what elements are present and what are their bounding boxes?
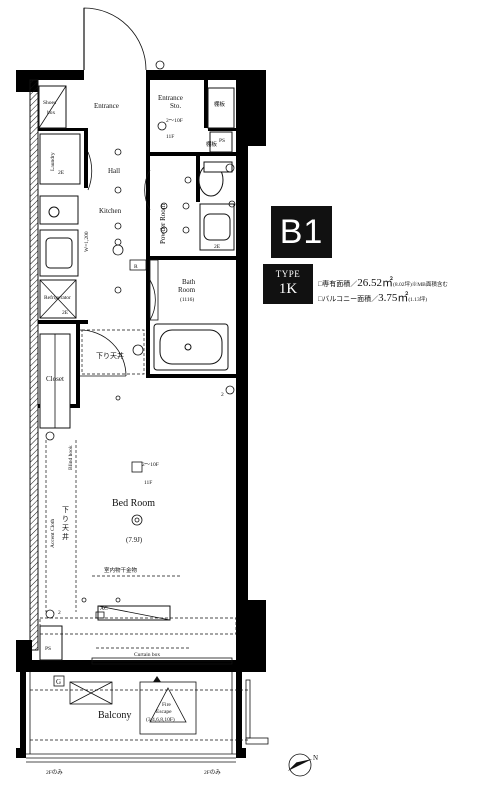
exclusive-area-line: □専有面積／26.52㎡(8.02坪)※MB面積含む: [318, 274, 448, 290]
ps-top-label: PS: [219, 138, 225, 144]
note-2f-left: 2Fのみ: [46, 769, 63, 776]
lowered-ceiling-2d: 井: [62, 532, 69, 541]
balcony-area-line: □バルコニー面積／3.75㎡(1.13坪): [318, 289, 427, 305]
exclusive-area-prefix: □専有面積／: [318, 280, 358, 288]
closet-label: Closet: [46, 375, 64, 383]
unit-code-badge: B1: [271, 206, 332, 258]
hall-label: Hall: [108, 167, 120, 175]
shoes-box-line1: Shoes: [43, 100, 56, 106]
exclusive-area-note: ※MB面積含む: [411, 282, 448, 288]
balcony-label: Balcony: [98, 710, 131, 721]
floor-range-1: 2～10F: [166, 118, 183, 124]
refrigerator-label: Refrigerator: [44, 294, 71, 301]
num-2a: 2: [221, 392, 224, 398]
compass-north: N: [313, 754, 318, 762]
bath-room-line3: (1116): [180, 296, 194, 303]
balcony-area-prefix: □バルコニー面積／: [318, 295, 379, 303]
floor-top-1: 11F: [166, 134, 174, 140]
bed-room-label: Bed Room: [112, 498, 155, 509]
sash-window: [91, 657, 233, 665]
entrance-sto-line2: Sto.: [170, 102, 181, 110]
accent-cloth-label: Accent Cloth: [50, 519, 56, 548]
lowered-ceiling-2a: 下: [62, 506, 69, 514]
fire-escape-line1: Fire: [162, 702, 171, 708]
compass-icon: [287, 753, 313, 777]
kitchen-width-label: W=1,200: [84, 231, 90, 252]
floor-2e-1: 2E: [58, 170, 65, 176]
entrance-door: [83, 7, 147, 71]
note-2f-right: 2Fのみ: [204, 769, 221, 776]
balcony-area-value: 3.75㎡: [378, 292, 409, 304]
bath-room-line1: Bath: [182, 278, 196, 286]
blind-hook-label: Blind hook: [68, 445, 74, 470]
gas-meter-label: G: [56, 678, 61, 686]
ps-bottom-label: PS: [45, 646, 51, 652]
storage-shelf-tag-2: 棚板: [206, 140, 218, 148]
laundry-label: Laundry: [50, 152, 56, 171]
type-value: 1K: [278, 281, 298, 297]
fire-escape-hatch: [53, 675, 197, 735]
floor-2e-3: 2E: [62, 310, 69, 316]
floor-top-2: 11F: [144, 480, 152, 486]
drying-hardware-label: 室内物干金物: [104, 566, 138, 574]
powder-room-label: Powder Room: [159, 203, 167, 244]
fire-escape-line3: (3,4,6,8,10F): [146, 716, 175, 723]
exterior-walls: [16, 70, 266, 758]
exclusive-area-tsubo: (8.02坪): [392, 282, 412, 288]
storage-shelf-tag-1: 棚板: [214, 100, 226, 108]
bath-room-line2: Room: [178, 286, 196, 294]
bed-room-size: (7.9J): [126, 536, 143, 544]
lowered-ceiling-2c: 天: [62, 524, 69, 532]
kitchen-label: Kitchen: [99, 207, 122, 215]
type-label: TYPE: [275, 269, 301, 279]
entrance-sto-line1: Entrance: [158, 94, 183, 102]
fire-escape-line2: Escape: [156, 709, 172, 715]
exclusive-area-value: 26.52㎡: [357, 277, 393, 289]
fixtures: [38, 85, 235, 661]
floor-2e-2: 2E: [214, 244, 221, 250]
num-2b: 2: [58, 610, 61, 616]
entrance-label: Entrance: [94, 102, 119, 110]
lowered-ceiling-1: 下り天井: [96, 351, 124, 360]
electrical-symbols: [45, 60, 236, 619]
lowered-ceiling-2b: り: [62, 515, 69, 523]
balcony-railing: [26, 672, 269, 763]
ref-mark: R: [134, 264, 138, 270]
unit-type-box: TYPE 1K: [263, 264, 313, 304]
balcony-area-tsubo: (1.13坪): [408, 297, 428, 303]
ac-label: AC: [100, 606, 108, 612]
curtain-box-label: Curtain box: [134, 652, 160, 658]
shoes-box-line2: box: [47, 110, 56, 116]
interior-doors: [79, 151, 159, 377]
floor-range-2: 2～10F: [142, 462, 159, 468]
